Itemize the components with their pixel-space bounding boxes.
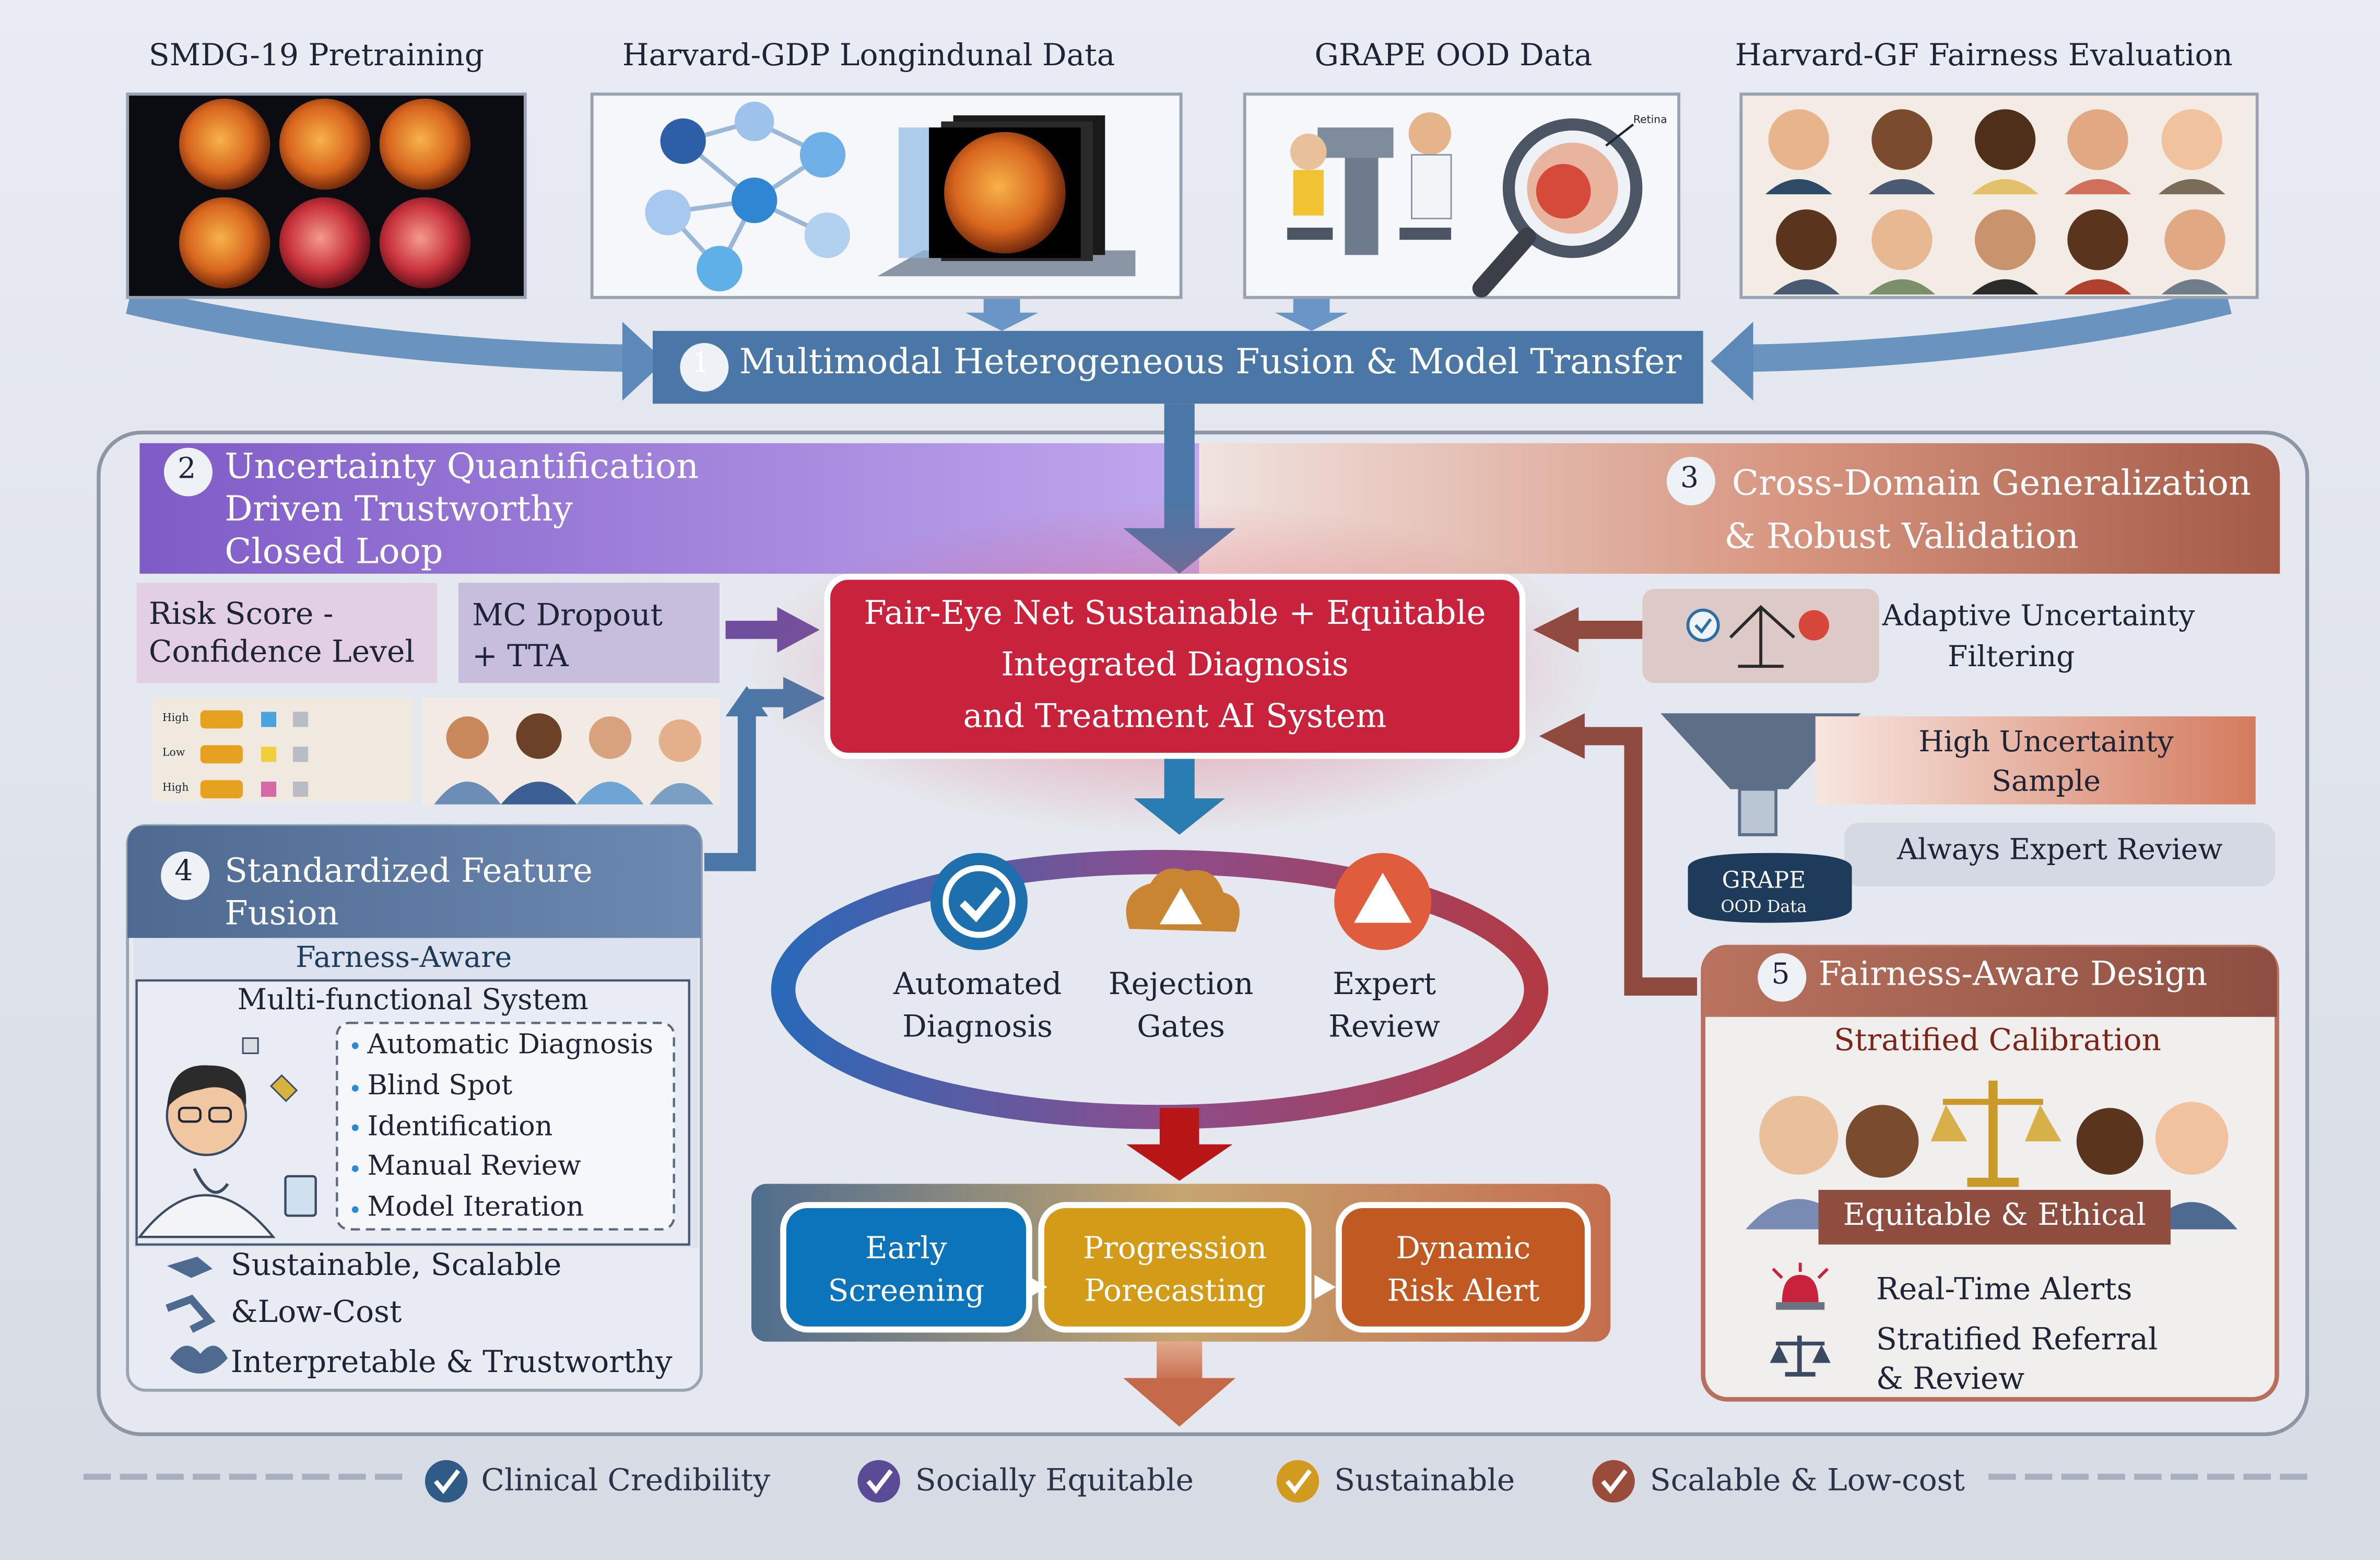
step5-title: Fairness-Aware Design — [1818, 956, 2208, 995]
pipeline-risk-alert: Dynamic Risk Alert — [1387, 1229, 1540, 1308]
risk-level-1: High — [162, 712, 189, 724]
step4-subtitle: Farness-Aware — [296, 941, 512, 975]
mc-dropout-box: MC Dropout + TTA — [472, 596, 663, 674]
source-gf-title: Harvard-GF Fairness Evaluation — [1735, 36, 2233, 73]
retina-label: Retina — [1633, 114, 1667, 126]
real-time-alerts: Real-Time Alerts — [1876, 1270, 2132, 1307]
step1-title: Multimodal Heterogeneous Fusion & Model … — [739, 342, 1682, 383]
source-gdp-title: Harvard-GDP Longindunal Data — [622, 36, 1115, 73]
risk-score-box: Risk Score - Confidence Level — [148, 595, 415, 669]
always-expert-review: Always Expert Review — [1896, 833, 2223, 867]
benefit-trustworthy: Interpretable & Trustworthy — [230, 1343, 673, 1380]
list-item: Manual Review — [367, 1151, 581, 1183]
core-system-title: Fair-Eye Net Sustainable + Equitable Int… — [864, 595, 1486, 736]
list-item: Identification — [367, 1110, 553, 1142]
source-smdg-title: SMDG-19 Pretraining — [148, 36, 484, 73]
list-item: Blind Spot — [367, 1069, 513, 1102]
pipeline-early-screening: Early Screening — [828, 1229, 985, 1308]
stratified-calibration: Stratified Calibration — [1834, 1021, 2162, 1058]
list-item: Model Iteration — [367, 1191, 584, 1224]
step4-feature-list: Automatic Diagnosis Blind Spot Identific… — [367, 1026, 653, 1229]
loop-automated-diagnosis: Automated Diagnosis — [893, 965, 1062, 1045]
footer-clinical-credibility: Clinical Credibility — [481, 1461, 771, 1498]
grape-db-sub: OOD Data — [1721, 897, 1807, 917]
step4-title: Standardized Feature Fusion — [225, 853, 593, 933]
step3-number: 3 — [1680, 461, 1699, 495]
equitable-ethical: Equitable & Ethical — [1843, 1196, 2146, 1233]
step2-number: 2 — [178, 452, 196, 486]
risk-level-2: Low — [162, 747, 185, 759]
grape-db-label: GRAPE — [1722, 866, 1806, 894]
step1-number: 1 — [692, 347, 710, 380]
footer-sustainable: Sustainable — [1334, 1461, 1515, 1498]
high-uncertainty-sample: High Uncertainty Sample — [1918, 725, 2174, 799]
footer-scalable: Scalable & Low-cost — [1649, 1461, 1965, 1498]
pipeline-progression: Progression Porecasting — [1082, 1229, 1267, 1308]
loop-rejection-gates: Rejection Gates — [1108, 965, 1254, 1045]
loop-expert-review: Expert Review — [1328, 965, 1441, 1045]
benefit-sustainable: Sustainable, Scalable — [230, 1246, 562, 1283]
source-grape-title: GRAPE OOD Data — [1314, 36, 1593, 73]
list-item: Automatic Diagnosis — [367, 1029, 654, 1061]
step2-title: Uncertainty Quantification Driven Trustw… — [225, 447, 699, 572]
benefit-low-cost: &Low-Cost — [230, 1293, 402, 1330]
footer-socially-equitable: Socially Equitable — [915, 1461, 1194, 1498]
step5-number: 5 — [1771, 958, 1790, 991]
stratified-referral: Stratified Referral & Review — [1876, 1320, 2158, 1397]
step3-title: Cross-Domain Generalization & Robust Val… — [1724, 464, 2252, 557]
risk-level-3: High — [162, 782, 189, 794]
adaptive-filter-label: Adaptive Uncertainty Filtering — [1882, 599, 2195, 674]
step4-system: Multi-functional System — [237, 983, 588, 1017]
step4-number: 4 — [174, 854, 193, 888]
